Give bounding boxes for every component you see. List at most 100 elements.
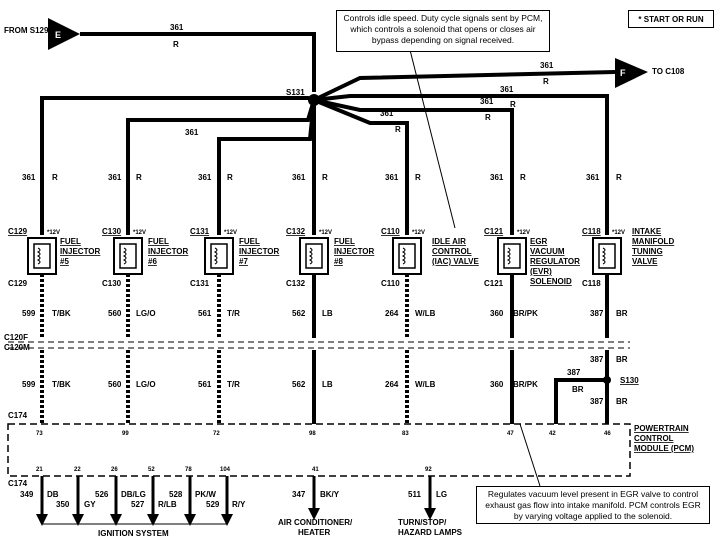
out-349-color: DB: [47, 490, 59, 499]
c121-out2-color: BR/PK: [513, 380, 538, 389]
c130-top: C130: [102, 227, 122, 236]
c130-voltage: *12V: [133, 230, 146, 236]
svg-text:SOLENOID: SOLENOID: [530, 277, 572, 286]
splice-s131-label: S131: [286, 88, 305, 97]
c129-out2: 599: [22, 380, 36, 389]
out-350-color: GY: [84, 500, 96, 509]
component-c121: 361 R C121 *12V EGR VACUUM REGULATOR (EV…: [484, 173, 580, 437]
pcm-pin-22: 22: [74, 467, 81, 473]
c121-pin: 47: [507, 431, 514, 437]
branch-c121: [313, 98, 514, 235]
c131-pin: 72: [213, 431, 220, 437]
connector-e-letter: E: [55, 30, 61, 40]
pcm-label-3: MODULE (PCM): [634, 444, 694, 453]
to-label: TO C108: [652, 67, 685, 76]
dest-turn-1: TURN/STOP/: [398, 518, 447, 527]
out-528-color: PK/W: [195, 490, 216, 499]
c110-top: C110: [381, 227, 400, 236]
c129-feed: 361: [22, 173, 36, 182]
top-note-leader: [409, 49, 456, 229]
legend-key: * START OR RUN: [628, 10, 714, 28]
c118-top: C118: [582, 227, 601, 236]
svg-text:#7: #7: [239, 257, 248, 266]
svg-text:REGULATOR: REGULATOR: [530, 257, 580, 266]
branch-1-circuit: 361: [480, 97, 494, 106]
c118-out-color: BR: [616, 309, 628, 318]
svg-text:VACUUM: VACUUM: [530, 247, 565, 256]
c130-out: 560: [108, 309, 122, 318]
out-529-circuit: 529: [206, 500, 220, 509]
c132-out-color: LB: [322, 309, 333, 318]
c131-feed: 361: [198, 173, 212, 182]
pcm-pin-41: 41: [312, 467, 319, 473]
dest-ac-2: HEATER: [298, 528, 331, 537]
pcm-label-1: POWERTRAIN: [634, 424, 689, 433]
out-527-circuit: 527: [131, 500, 145, 509]
c118-pin: 46: [604, 431, 611, 437]
c121-out-color: BR/PK: [513, 309, 538, 318]
c132-feed-color: R: [322, 173, 328, 182]
feed-wire-right: [313, 70, 616, 102]
c118-feed: 361: [586, 173, 600, 182]
c131-voltage: *12V: [224, 230, 237, 236]
c118-out: 387: [590, 309, 604, 318]
svg-text:FUEL: FUEL: [239, 237, 260, 246]
out-349-circuit: 349: [20, 490, 34, 499]
svg-text:MANIFOLD: MANIFOLD: [632, 237, 674, 246]
svg-text:VALVE: VALVE: [632, 257, 658, 266]
c131-bottom: C131: [190, 279, 210, 288]
pcm-pin-92: 92: [425, 467, 432, 473]
c110-out-color: W/LB: [415, 309, 436, 318]
c130-out2-color: LG/O: [136, 380, 156, 389]
c118-mid: 387: [590, 355, 604, 364]
c129-out2-color: T/BK: [52, 380, 71, 389]
svg-text:#5: #5: [60, 257, 69, 266]
pcm-pin-21: 21: [36, 467, 43, 473]
c110-out2-color: W/LB: [415, 380, 436, 389]
out-511-circuit: 511: [408, 490, 421, 499]
feed-right-circuit: 361: [540, 61, 554, 70]
svg-text:FUEL: FUEL: [148, 237, 169, 246]
branch-2-color: R: [510, 100, 516, 109]
dest-turn-2: HAZARD LAMPS: [398, 528, 463, 537]
component-c131: 361 R C131 *12V FUEL INJECTOR #7 C131 56…: [190, 173, 280, 437]
svg-text:#6: #6: [148, 257, 157, 266]
c174-label-top: C174: [8, 411, 28, 420]
bottom-callout-note: Regulates vacuum level present in EGR va…: [476, 486, 710, 524]
c132-out2-color: LB: [322, 380, 333, 389]
branch-2-circuit: 361: [500, 85, 514, 94]
c118-out2: 387: [590, 397, 604, 406]
component-c130: 361 R C130 *12V FUEL INJECTOR #6 C130 56…: [102, 173, 189, 437]
svg-text:INJECTOR: INJECTOR: [334, 247, 375, 256]
c110-bottom: C110: [381, 279, 400, 288]
c121-out2: 360: [490, 380, 504, 389]
c129-feed-color: R: [52, 173, 58, 182]
feed-top-circuit: 361: [170, 23, 184, 32]
c121-voltage: *12V: [517, 230, 530, 236]
c131-out-color: T/R: [227, 309, 240, 318]
c110-voltage: *12V: [412, 230, 425, 236]
component-c110: 361 R C110 *12V IDLE AIR CONTROL (IAC) V…: [381, 173, 479, 437]
c120m-label: C120M: [4, 343, 30, 352]
branch-c129: [40, 96, 315, 235]
pcm-label-2: CONTROL: [634, 434, 674, 443]
top-callout-note: Controls idle speed. Duty cycle signals …: [336, 10, 550, 52]
c132-bottom: C132: [286, 279, 306, 288]
branch-c118: [313, 94, 609, 235]
c130-bottom: C130: [102, 279, 122, 288]
c130-feed: 361: [108, 173, 122, 182]
dest-ignition: IGNITION SYSTEM: [98, 529, 169, 538]
c130-feed-color: R: [136, 173, 142, 182]
svg-text:INJECTOR: INJECTOR: [239, 247, 280, 256]
c129-top: C129: [8, 227, 28, 236]
bottom-note-leader: [519, 423, 541, 487]
component-c129: 361 R C129 *12V FUEL INJECTOR #5 C129 59…: [8, 173, 101, 437]
c129-pin: 73: [36, 431, 43, 437]
connector-f-flag: [615, 58, 648, 88]
out-528-circuit: 528: [169, 490, 183, 499]
svg-text:EGR: EGR: [530, 237, 548, 246]
out-526-circuit: 526: [95, 490, 109, 499]
c132-pin: 98: [309, 431, 316, 437]
